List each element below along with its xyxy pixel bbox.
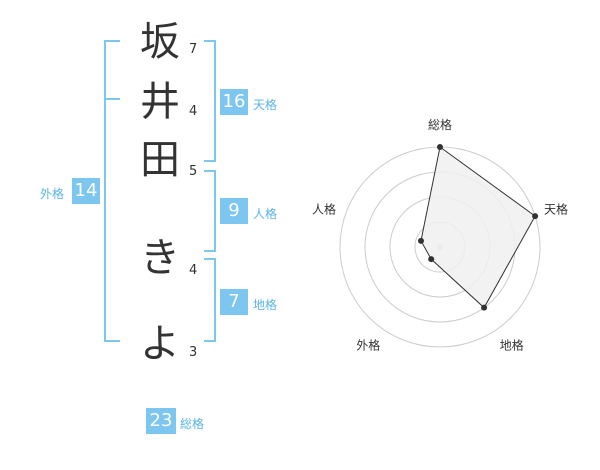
radar-area xyxy=(420,146,536,309)
chikaku-bracket xyxy=(204,258,216,342)
name-char-5: よ xyxy=(140,321,180,367)
radar-axis-label-5: 人格 xyxy=(312,201,336,216)
stroke-count-4: 4 xyxy=(189,263,198,278)
chikaku-label: 地格 xyxy=(253,298,278,312)
radar-axis-label-2: 天格 xyxy=(544,201,568,216)
radar-point-3 xyxy=(481,304,488,311)
tenkaku-label: 天格 xyxy=(253,98,278,112)
radar-point-2 xyxy=(532,213,539,220)
name-char-2: 井 xyxy=(140,79,180,125)
gaikaku-label: 外格 xyxy=(40,187,65,201)
gaikaku-value: 14 xyxy=(72,178,100,204)
radar-axis-label-4: 外格 xyxy=(356,338,380,353)
name-char-3: 田 xyxy=(140,137,180,183)
stroke-count-3: 5 xyxy=(189,164,198,179)
radar-axis-label-3: 地格 xyxy=(500,338,524,353)
tenkaku-bracket xyxy=(204,40,216,162)
stroke-count-5: 3 xyxy=(189,345,198,360)
stroke-count-1: 7 xyxy=(189,42,198,57)
soukaku-value: 23 xyxy=(146,408,176,434)
jinkaku-label: 人格 xyxy=(253,207,278,221)
jinkaku-value: 9 xyxy=(220,198,248,224)
gaikaku-tick xyxy=(104,98,120,100)
jinkaku-bracket xyxy=(204,170,216,252)
chikaku-value: 7 xyxy=(220,289,248,315)
tenkaku-value: 16 xyxy=(220,89,248,115)
name-char-4: き xyxy=(140,235,180,281)
soukaku-label: 総格 xyxy=(180,417,205,431)
radar-point-1 xyxy=(437,144,443,150)
gaikaku-bracket xyxy=(104,40,120,342)
stroke-count-2: 4 xyxy=(189,104,198,119)
radar-point-5 xyxy=(417,237,424,244)
radar-point-4 xyxy=(428,256,435,263)
name-char-1: 坂 xyxy=(140,19,180,65)
radar-axis-label-1: 総格 xyxy=(428,117,452,132)
radar-points xyxy=(417,144,539,311)
